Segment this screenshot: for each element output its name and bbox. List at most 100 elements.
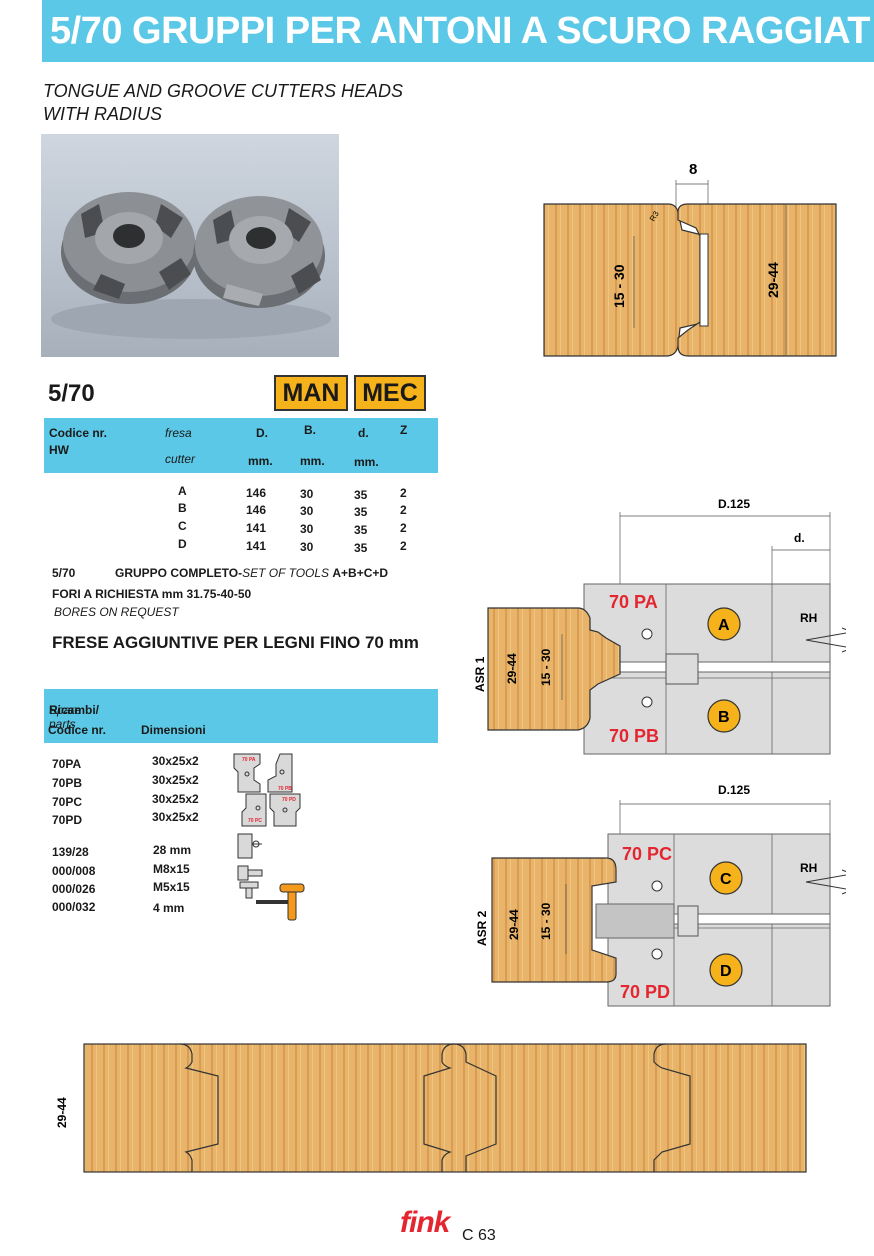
workpiece-asr1: [487, 607, 621, 731]
cell-fresa: C: [178, 519, 187, 533]
product-photo: [41, 134, 339, 357]
cutter-heads-image: [51, 192, 331, 339]
spare-col-dim: Dimensioni: [141, 723, 206, 737]
col-hw: HW: [49, 443, 69, 457]
spare-code: 000/026: [52, 882, 96, 896]
cutter-a-badge: [707, 607, 741, 641]
spare-dim: 30x25x2: [152, 773, 199, 787]
cell-d: 35: [354, 541, 368, 555]
table-row: A 146 30 35 2: [44, 484, 438, 502]
col-d: d.: [358, 426, 369, 440]
panel-dim-29-44: 29-44: [55, 1097, 69, 1128]
knife-70pc-icon: 70 PC: [241, 793, 267, 827]
label-70pd: 70 PD: [620, 982, 670, 1002]
dim-d125: D.125: [718, 783, 750, 797]
cutter-a-label: A: [718, 617, 730, 634]
asr2-dim-15-30: 15 - 30: [539, 902, 553, 940]
set-label-en: SET OF TOOLS: [242, 566, 333, 580]
asr1-dim-29-44: 29-44: [505, 653, 519, 684]
spare-title-it: Ricambi/: [49, 703, 100, 717]
cutter-head-right: [193, 196, 325, 308]
asr1-diagram: D.125 d. 70 PA 70 PB A B RH ASR 1 29-44 …: [473, 497, 846, 755]
cell-d: 35: [354, 523, 368, 537]
subtitle: TONGUE AND GROOVE CUTTERS HEADS WITH RAD…: [43, 80, 403, 126]
cell-D: 141: [246, 539, 267, 553]
spare-dim: M8x15: [153, 862, 190, 876]
cutter-d-label: D: [720, 963, 732, 980]
cell-B: 30: [300, 522, 314, 536]
knife-70pb-icon: 70 PB: [267, 753, 293, 793]
page-number: C 63: [462, 1227, 496, 1244]
list-item: 000/008 M8x15: [52, 862, 232, 880]
cutter-d-badge: [709, 953, 743, 987]
subtitle-line-2: WITH RADIUS: [43, 104, 162, 124]
tag-man: MAN: [274, 375, 348, 411]
cutter-c-label: C: [720, 871, 732, 888]
shim-139-28-icon: [237, 833, 262, 859]
list-item: 70PC 30x25x2: [52, 792, 232, 811]
cell-B: 30: [300, 540, 314, 554]
asr2-diagram: D.125 70 PC 70 PD C D RH ASR 2 29-44 15 …: [475, 783, 846, 1007]
dim-29-44: 29-44: [765, 262, 781, 298]
rotation-arrow-icon: [805, 869, 846, 895]
list-item: 70PA 30x25x2: [52, 754, 232, 773]
set-description: GRUPPO COMPLETO-SET OF TOOLS A+B+C+D: [115, 566, 388, 580]
subtitle-line-1: TONGUE AND GROOVE CUTTERS HEADS: [43, 81, 404, 101]
col-code: Codice nr.: [49, 426, 108, 440]
label-70pb: 70 PB: [609, 726, 659, 746]
rotation-arrow-icon: [805, 627, 846, 653]
dim-8: 8: [689, 161, 697, 178]
cell-Z: 2: [400, 539, 407, 553]
cell-Z: 2: [400, 503, 407, 517]
unit-d: mm.: [354, 455, 379, 469]
asr2-dim-29-44: 29-44: [507, 909, 521, 940]
cutter-b-label: B: [718, 709, 730, 726]
spare-dim: 30x25x2: [152, 810, 199, 824]
cell-Z: 2: [400, 521, 407, 535]
cell-d: 35: [354, 488, 368, 502]
spare-code: 000/008: [52, 864, 96, 878]
col-D: D.: [256, 426, 268, 440]
mini-pb-label: 70 PB: [278, 786, 292, 792]
table-row: C 141 30 35 2: [44, 519, 438, 537]
table-header: Codice nr. HW fresa cutter D. B. d. Z mm…: [44, 418, 438, 473]
spare-dim: 4 mm: [153, 901, 185, 915]
cutter-head-left: [61, 192, 197, 304]
spare-code: 70PC: [52, 795, 83, 809]
spare-parts-header: Ricambi/Spare parts Codice nr. Dimension…: [44, 689, 438, 743]
allen-key-icon: [256, 883, 305, 921]
asr2-label: ASR 2: [475, 910, 489, 946]
cell-D: 141: [246, 521, 267, 535]
label-70pa: 70 PA: [609, 592, 658, 612]
spare-dim: 30x25x2: [152, 792, 199, 806]
mini-pa-label: 70 PA: [242, 757, 256, 763]
spare-dim: 30x25x2: [152, 754, 199, 768]
spare-code: 70PD: [52, 813, 83, 827]
extra-cutters-note: FRESE AGGIUNTIVE PER LEGNI FINO 70 mm: [52, 633, 419, 652]
spare-col-code: Codice nr.: [48, 723, 107, 737]
spare-title-en: Spare parts: [49, 703, 82, 731]
spare-code: 70PA: [52, 757, 82, 771]
col-cutter: cutter: [165, 452, 196, 466]
table-row: B 146 30 35 2: [44, 501, 438, 519]
asr1-label: ASR 1: [473, 656, 487, 692]
fink-logo: fink: [400, 1206, 450, 1239]
rotation-rh: RH: [800, 861, 817, 875]
cell-d: 35: [354, 505, 368, 519]
spare-dim: M5x15: [153, 880, 190, 894]
list-item: 000/026 M5x15: [52, 880, 232, 898]
cutter-b-badge: [707, 699, 741, 733]
page-title: 5/70 GRUPPI PER ANTONI A SCURO RAGGIAT: [42, 0, 874, 62]
set-label: GRUPPO COMPLETO-: [115, 566, 243, 580]
bores-en: BORES ON REQUEST: [54, 605, 179, 619]
table-row: D 141 30 35 2: [44, 537, 438, 555]
asr1-dim-15-30: 15 - 30: [539, 648, 553, 686]
workpiece-asr2: [491, 857, 617, 983]
dim-d: d.: [794, 531, 805, 545]
knife-70pd-icon: 70 PD: [269, 793, 301, 827]
mini-pd-label: 70 PD: [282, 797, 296, 803]
cell-B: 30: [300, 504, 314, 518]
